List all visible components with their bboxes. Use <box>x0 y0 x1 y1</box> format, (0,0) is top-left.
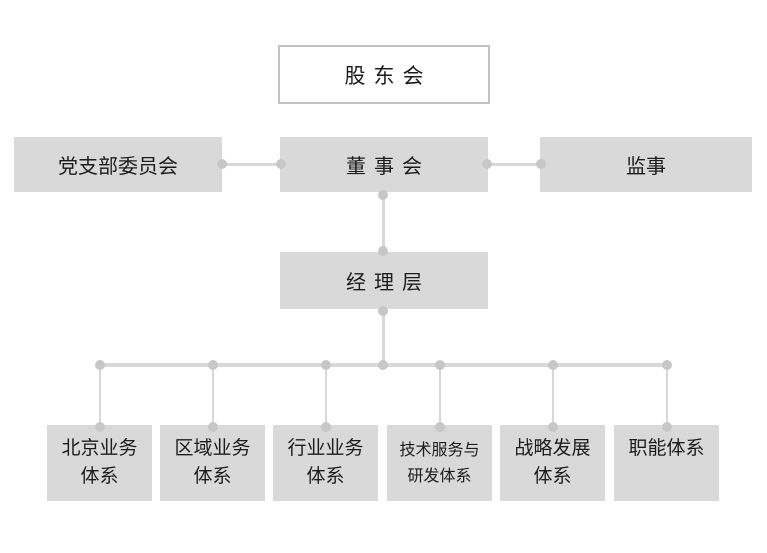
node-beijing-business-system: 北京业务 体系 <box>47 425 152 501</box>
connector-dot <box>95 360 105 370</box>
node-supervisor: 监事 <box>540 137 752 192</box>
node-regional-business-system: 区域业务 体系 <box>160 425 265 501</box>
node-shareholders-meeting-label: 股东会 <box>344 63 432 88</box>
connector-dot <box>378 246 388 256</box>
node-regional-business-system-label: 区域业务 体系 <box>174 437 251 487</box>
connector-board-to-supervisor <box>486 163 542 166</box>
node-industry-business-system: 行业业务 体系 <box>273 425 378 501</box>
connector-drop-3 <box>325 365 327 427</box>
connector-drop-4 <box>439 365 441 427</box>
node-strategic-development-system-label: 战略发展 体系 <box>514 437 591 487</box>
connector-dot <box>378 190 388 200</box>
node-supervisor-label: 监事 <box>626 154 666 178</box>
node-party-branch-committee: 党支部委员会 <box>14 137 222 192</box>
connector-dot <box>548 360 558 370</box>
node-beijing-business-system-label: 北京业务 体系 <box>61 437 138 487</box>
node-party-branch-committee-label: 党支部委员会 <box>58 154 178 178</box>
connector-dot <box>95 422 105 432</box>
connector-dot <box>548 422 558 432</box>
connector-dot <box>378 360 388 370</box>
connector-drop-2 <box>212 365 214 427</box>
node-management-level-label: 经理层 <box>346 270 430 294</box>
connector-dot <box>662 360 672 370</box>
connector-dot <box>536 159 546 169</box>
connector-dot <box>435 422 445 432</box>
node-board-of-directors: 董事会 <box>280 137 488 192</box>
connector-drop-6 <box>666 365 668 427</box>
node-tech-service-rd-system-label: 技术服务与 研发体系 <box>399 440 480 485</box>
node-strategic-development-system: 战略发展 体系 <box>500 425 605 501</box>
connector-drop-1 <box>99 365 101 427</box>
connector-party-to-board <box>220 163 282 166</box>
connector-dot <box>276 159 286 169</box>
connector-dot <box>208 360 218 370</box>
node-shareholders-meeting: 股东会 <box>278 45 490 104</box>
connector-dot <box>217 159 227 169</box>
connector-manager-to-bus <box>382 308 385 366</box>
node-board-of-directors-label: 董事会 <box>346 154 430 178</box>
connector-dot <box>208 422 218 432</box>
connector-dot <box>321 422 331 432</box>
connector-board-to-manager <box>382 192 385 252</box>
node-industry-business-system-label: 行业业务 体系 <box>287 437 364 487</box>
connector-dot <box>321 360 331 370</box>
node-tech-service-rd-system: 技术服务与 研发体系 <box>387 425 492 501</box>
connector-dot <box>662 422 672 432</box>
connector-dot <box>378 306 388 316</box>
node-management-level: 经理层 <box>280 252 488 309</box>
node-functional-system: 职能体系 <box>614 425 719 501</box>
connector-dot <box>435 360 445 370</box>
connector-dot <box>482 159 492 169</box>
node-functional-system-label: 职能体系 <box>628 437 705 459</box>
connector-drop-5 <box>552 365 554 427</box>
